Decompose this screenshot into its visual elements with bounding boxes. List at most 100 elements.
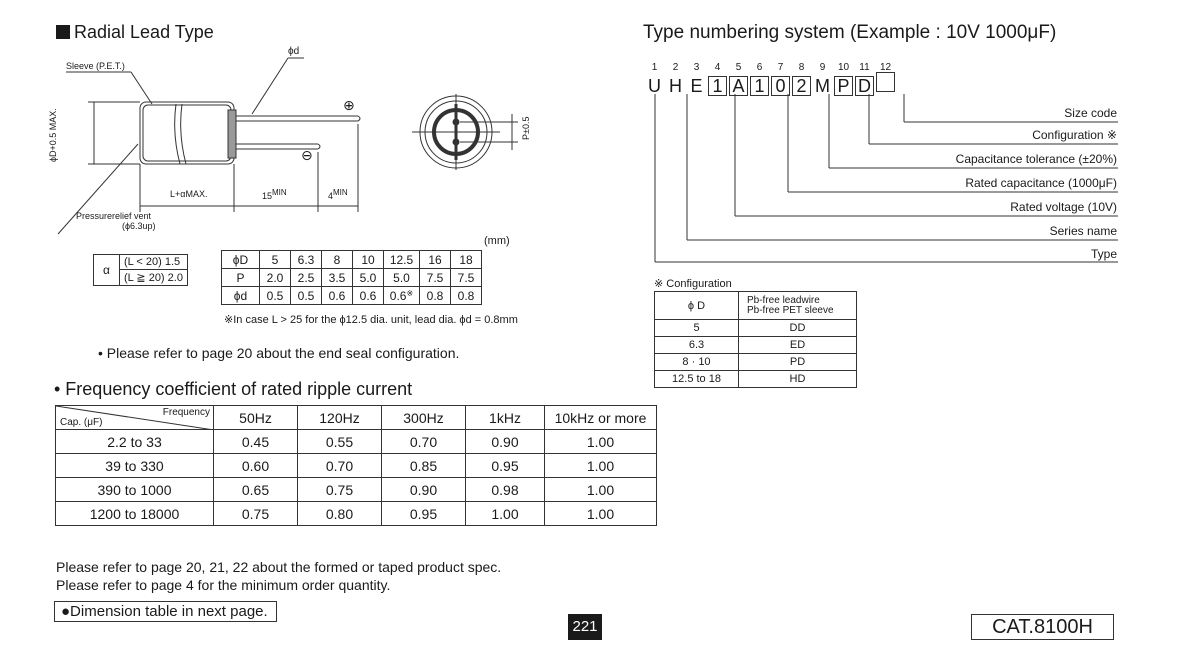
table-cell: 7.5 xyxy=(419,268,451,287)
column-header: 1kHz xyxy=(465,405,545,430)
mm-unit-label: (mm) xyxy=(484,235,510,247)
capacitor-drawing xyxy=(57,57,518,235)
table-cell: 5 xyxy=(259,250,291,269)
table-cell: 2.0 xyxy=(259,268,291,287)
catalog-number: CAT.8100H xyxy=(971,614,1114,640)
table-cell: 0.8 xyxy=(419,286,451,305)
table-cell: 0.6※ xyxy=(383,286,420,305)
end-seal-note: • Please refer to page 20 about the end … xyxy=(98,345,460,361)
min-order-note: Please refer to page 4 for the minimum o… xyxy=(56,577,391,593)
dimension-table: ϕD 5 6.3 8 10 12.5 16 18 P 2.0 2.5 3.5 5… xyxy=(221,250,482,305)
table-row: 39 to 330 0.60 0.70 0.85 0.95 1.00 xyxy=(55,453,657,478)
table-corner-cell: Frequency Cap. (μF) xyxy=(55,405,214,430)
table-cell: 0.70 xyxy=(381,429,466,454)
label-type: Type xyxy=(1090,247,1117,261)
position-number: 9 xyxy=(819,62,826,73)
config-header-line-1: Pb-free leadwire xyxy=(747,294,820,306)
position-number: 2 xyxy=(672,62,679,73)
table-cell: 0.95 xyxy=(381,501,466,526)
alpha-symbol: α xyxy=(93,254,120,286)
table-cell: 1.00 xyxy=(465,501,545,526)
code-char-boxed xyxy=(876,72,895,92)
table-cell: 0.75 xyxy=(297,477,382,502)
config-header-dia: ϕ D xyxy=(654,291,739,320)
table-row: 1200 to 18000 0.75 0.80 0.95 1.00 1.00 xyxy=(55,501,657,526)
cap-cell: 2.2 to 33 xyxy=(55,429,214,454)
alpha-row-2: (L ≧ 20) 2.0 xyxy=(119,269,188,286)
table-cell: 7.5 xyxy=(450,268,482,287)
table-cell: 18 xyxy=(450,250,482,269)
table-cell: DD xyxy=(738,319,857,337)
page-number: 221 xyxy=(568,614,602,640)
corner-frequency-label: Frequency xyxy=(162,407,210,418)
position-number: 1 xyxy=(651,62,658,73)
table-cell: 0.75 xyxy=(213,501,298,526)
position-number: 7 xyxy=(777,62,784,73)
pressure-vent-sub-label: (ϕ6.3up) xyxy=(122,221,156,231)
table-row: ϕD 5 6.3 8 10 12.5 16 18 xyxy=(221,250,482,269)
table-header-row: ϕ D Pb-free leadwire Pb-free PET sleeve xyxy=(654,291,857,320)
cap-cell: 390 to 1000 xyxy=(55,477,214,502)
code-char: U xyxy=(648,76,661,96)
table-cell: 0.55 xyxy=(297,429,382,454)
config-header-code: Pb-free leadwire Pb-free PET sleeve xyxy=(738,291,857,320)
code-char: H xyxy=(669,76,682,96)
corner-diagonal xyxy=(56,406,214,430)
lead-dia-label: ϕd xyxy=(288,46,300,57)
table-cell: 0.8 xyxy=(450,286,482,305)
dimension-footnote: ※In case L > 25 for the ϕ12.5 dia. unit,… xyxy=(224,314,518,326)
table-cell: 0.98 xyxy=(465,477,545,502)
table-cell: 3.5 xyxy=(321,268,353,287)
column-header: 10kHz or more xyxy=(544,405,657,430)
dimension-next-page-box: ●Dimension table in next page. xyxy=(54,601,277,622)
corner-cap-label: Cap. (μF) xyxy=(60,417,103,428)
position-number: 11 xyxy=(859,62,870,73)
table-row: ϕd 0.5 0.5 0.6 0.6 0.6※ 0.8 0.8 xyxy=(221,286,482,305)
table-cell: 1.00 xyxy=(544,429,657,454)
note-mark: ※ xyxy=(406,288,414,298)
table-row: 2.2 to 33 0.45 0.55 0.70 0.90 1.00 xyxy=(55,429,657,454)
label-capacitance-tolerance: Capacitance tolerance (±20%) xyxy=(955,152,1117,166)
position-number: 3 xyxy=(693,62,700,73)
column-header: 120Hz xyxy=(297,405,382,430)
radial-lead-title-text: Radial Lead Type xyxy=(74,22,214,42)
table-cell: 5.0 xyxy=(352,268,384,287)
frequency-title: • Frequency coefficient of rated ripple … xyxy=(54,379,413,399)
table-cell: 10 xyxy=(352,250,384,269)
table-cell: 0.6 xyxy=(321,286,353,305)
label-rated-capacitance: Rated capacitance (1000μF) xyxy=(965,176,1117,190)
table-header-row: Frequency Cap. (μF) 50Hz 120Hz 300Hz 1kH… xyxy=(55,405,657,430)
code-char-boxed: 2 xyxy=(792,76,811,96)
type-numbering-title: Type numbering system (Example : 10V 100… xyxy=(643,22,1057,43)
position-number: 12 xyxy=(879,62,892,73)
table-cell: P xyxy=(221,268,260,287)
cap-cell: 39 to 330 xyxy=(55,453,214,478)
alpha-row-1: (L < 20) 1.5 xyxy=(119,254,188,270)
table-cell: 6.3 xyxy=(654,336,739,354)
alpha-table: α (L < 20) 1.5 (L ≧ 20) 2.0 xyxy=(93,254,188,286)
position-number: 10 xyxy=(837,62,850,73)
table-cell: 0.95 xyxy=(465,453,545,478)
label-rated-voltage: Rated voltage (10V) xyxy=(1010,200,1117,214)
table-cell: 0.5 xyxy=(290,286,322,305)
black-square-icon xyxy=(56,25,70,39)
label-size-code: Size code xyxy=(1064,106,1117,120)
table-cell: ϕd xyxy=(221,286,260,305)
table-cell: 0.5 xyxy=(259,286,291,305)
table-cell: 0.90 xyxy=(465,429,545,454)
position-number: 4 xyxy=(714,62,721,73)
table-cell: 16 xyxy=(419,250,451,269)
minus-icon: ⊖ xyxy=(301,147,313,163)
table-cell: 12.5 to 18 xyxy=(654,370,739,388)
table-cell: 0.80 xyxy=(297,501,382,526)
lead-15min-label: 15MIN xyxy=(262,188,287,201)
lead-4min-label: 4MIN xyxy=(328,188,348,201)
configuration-table: ϕ D Pb-free leadwire Pb-free PET sleeve … xyxy=(654,291,857,388)
table-cell: 0.6 xyxy=(352,286,384,305)
code-char-boxed: D xyxy=(855,76,874,96)
